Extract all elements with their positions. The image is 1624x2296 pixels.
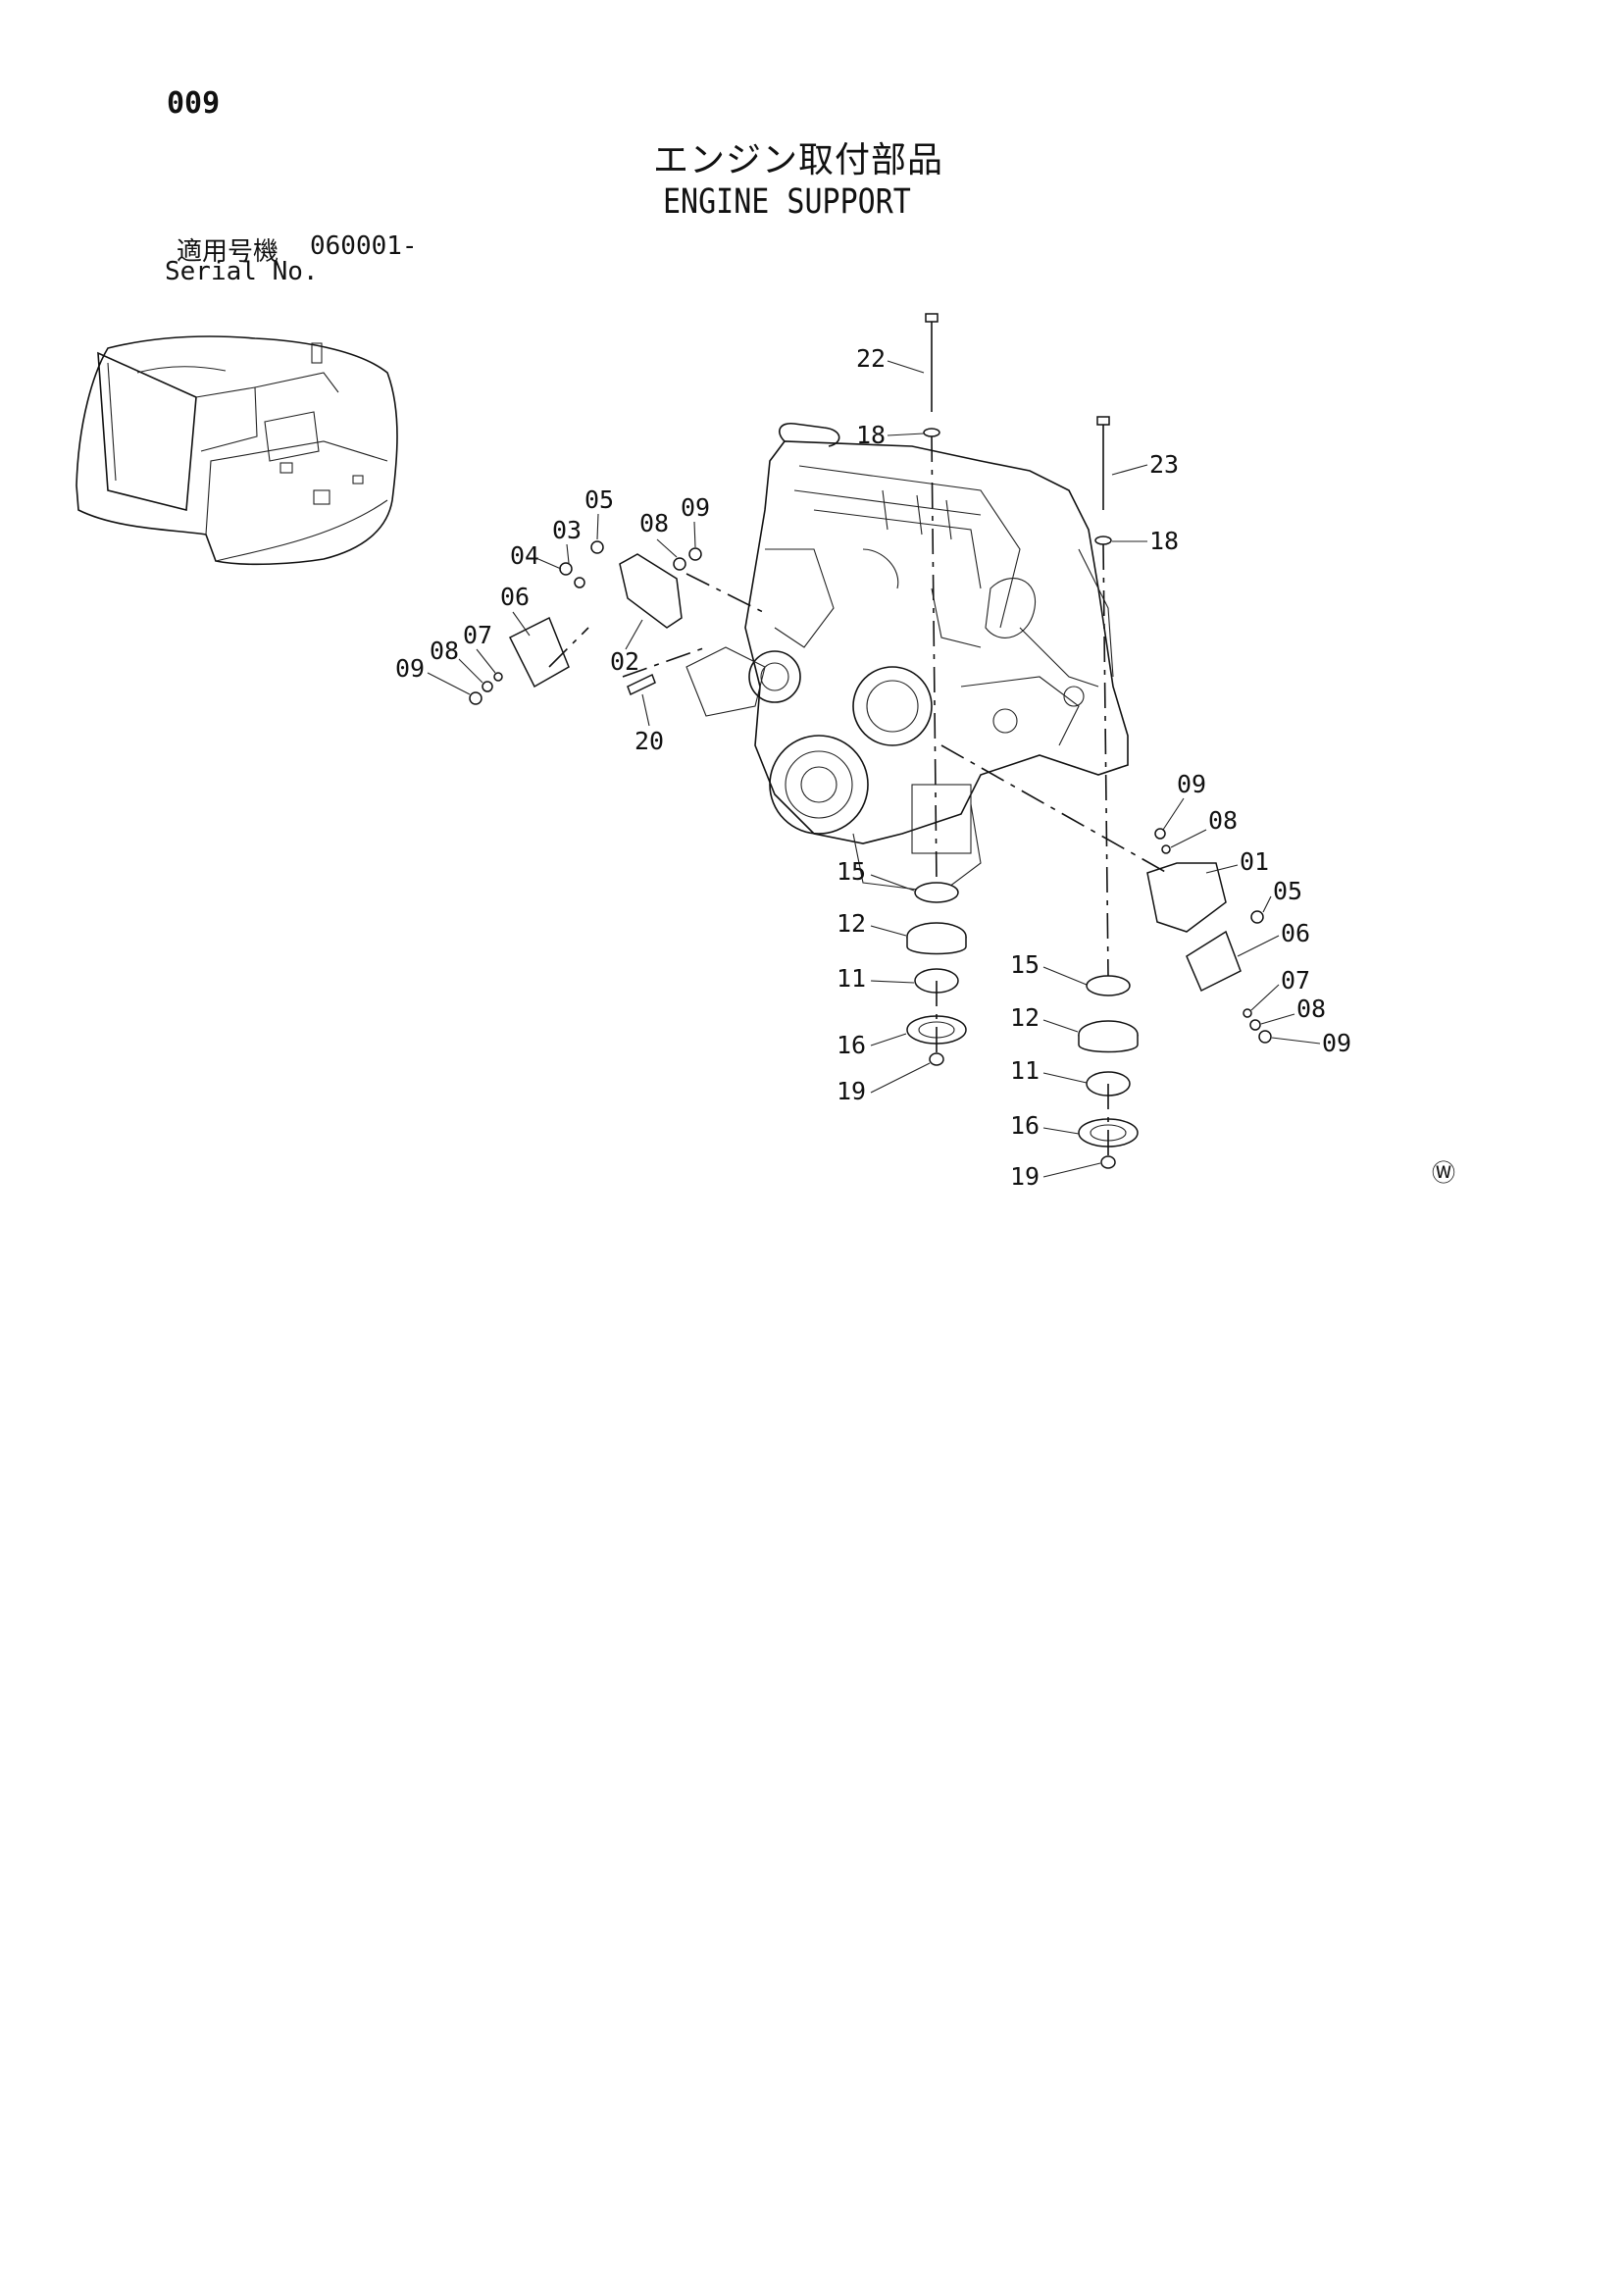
callout-04: 04 bbox=[510, 541, 562, 570]
callout-number: 07 bbox=[1281, 966, 1310, 995]
callout-number: 15 bbox=[1010, 950, 1040, 979]
callout-15: 15 bbox=[837, 857, 915, 892]
long-bolts bbox=[923, 313, 1112, 545]
callout-number: 04 bbox=[510, 541, 539, 570]
callout-number: 09 bbox=[395, 654, 425, 683]
left-bracket-assembly bbox=[469, 540, 702, 705]
callout-number: 06 bbox=[500, 583, 530, 611]
callout-02: 02 bbox=[610, 619, 643, 676]
right-mount-stack bbox=[1078, 975, 1139, 1169]
callout-number: 19 bbox=[1010, 1162, 1040, 1191]
callout-23: 23 bbox=[1111, 450, 1179, 479]
callout-06b: 06 bbox=[1237, 919, 1310, 957]
callout-number: 05 bbox=[1273, 877, 1302, 905]
callout-number: 12 bbox=[1010, 1003, 1040, 1032]
callout-labels: 22 18 23 18 05 03 04 08 09 06 07 08 09 0… bbox=[395, 344, 1351, 1191]
callout-03: 03 bbox=[552, 516, 582, 564]
callout-06: 06 bbox=[500, 583, 531, 637]
callout-number: 08 bbox=[430, 637, 459, 665]
serial-number-value: 060001- bbox=[310, 231, 418, 261]
callout-number: 22 bbox=[856, 344, 886, 373]
callout-number: 23 bbox=[1149, 450, 1179, 479]
callout-18b: 18 bbox=[1112, 527, 1179, 555]
callout-number: 18 bbox=[1149, 527, 1179, 555]
callout-number: 09 bbox=[681, 493, 710, 522]
callout-number: 01 bbox=[1240, 847, 1269, 876]
callout-number: 02 bbox=[610, 647, 639, 676]
callout-07: 07 bbox=[463, 621, 496, 674]
serial-label-japanese: 適用号機 bbox=[177, 237, 279, 267]
page-title-japanese: エンジン取付部品 bbox=[653, 140, 944, 180]
callout-number: 18 bbox=[856, 421, 886, 449]
callout-15b: 15 bbox=[1010, 950, 1088, 986]
callout-08d: 08 bbox=[1260, 995, 1326, 1025]
callout-16b: 16 bbox=[1010, 1111, 1080, 1140]
callout-20: 20 bbox=[634, 693, 664, 755]
callout-05b: 05 bbox=[1262, 877, 1302, 913]
callout-19: 19 bbox=[837, 1062, 931, 1105]
serial-label-english: Serial No. bbox=[165, 257, 319, 286]
callout-08b: 08 bbox=[430, 637, 483, 684]
callout-09c: 09 bbox=[1162, 770, 1206, 831]
page-number: 009 bbox=[167, 86, 221, 121]
callout-number: 16 bbox=[837, 1031, 866, 1059]
callout-22: 22 bbox=[856, 344, 925, 374]
engine-assembly bbox=[685, 422, 1129, 893]
callout-09: 09 bbox=[681, 493, 710, 548]
callout-08: 08 bbox=[639, 509, 678, 558]
excavator-locator-thumbnail bbox=[76, 335, 398, 566]
callout-number: 20 bbox=[634, 727, 664, 755]
callout-number: 11 bbox=[1010, 1056, 1040, 1085]
callout-12b: 12 bbox=[1010, 1003, 1079, 1033]
callout-number: 11 bbox=[837, 964, 866, 993]
watermark-w-icon: Ⓦ bbox=[1432, 1159, 1455, 1187]
callout-number: 05 bbox=[584, 485, 614, 514]
callout-number: 08 bbox=[639, 509, 669, 537]
callout-19b: 19 bbox=[1010, 1162, 1101, 1191]
callout-number: 16 bbox=[1010, 1111, 1040, 1140]
callout-number: 09 bbox=[1322, 1029, 1351, 1057]
assembly-lines bbox=[548, 435, 1168, 1157]
callout-number: 08 bbox=[1208, 806, 1238, 835]
callout-01: 01 bbox=[1205, 847, 1269, 876]
callout-11: 11 bbox=[837, 964, 915, 993]
callout-number: 12 bbox=[837, 909, 866, 938]
page-title-english: ENGINE SUPPORT bbox=[663, 182, 911, 223]
callout-number: 09 bbox=[1177, 770, 1206, 798]
right-bracket-assembly bbox=[1146, 828, 1272, 1044]
callout-number: 06 bbox=[1281, 919, 1310, 947]
callout-09b: 09 bbox=[395, 654, 471, 695]
callout-11b: 11 bbox=[1010, 1056, 1088, 1085]
callout-12: 12 bbox=[837, 909, 907, 938]
callout-05: 05 bbox=[584, 485, 614, 540]
callout-number: 19 bbox=[837, 1077, 866, 1105]
callout-number: 03 bbox=[552, 516, 582, 544]
callout-18: 18 bbox=[856, 421, 925, 449]
callout-number: 07 bbox=[463, 621, 492, 649]
callout-09d: 09 bbox=[1271, 1029, 1351, 1057]
callout-number: 08 bbox=[1296, 995, 1326, 1023]
callout-16: 16 bbox=[837, 1031, 907, 1059]
callout-number: 15 bbox=[837, 857, 866, 886]
callout-07b: 07 bbox=[1250, 966, 1310, 1011]
callout-08c: 08 bbox=[1170, 806, 1238, 848]
